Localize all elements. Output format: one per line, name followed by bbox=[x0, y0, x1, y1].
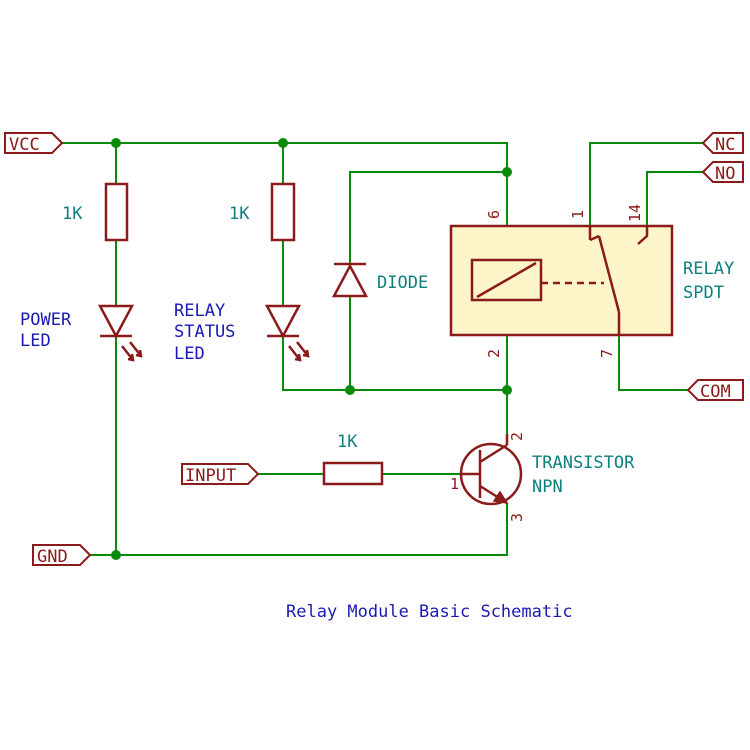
led-light-arrows-icon bbox=[121, 341, 143, 362]
transistor-pin-3: 3 bbox=[508, 513, 526, 522]
junction-dot bbox=[345, 385, 355, 395]
resistor-r1: 1K bbox=[62, 182, 129, 242]
r1-value: 1K bbox=[62, 204, 83, 224]
power-led-label-1: POWER bbox=[20, 310, 72, 330]
status-led: RELAY STATUS LED bbox=[174, 301, 310, 364]
relay-pin-1: 1 bbox=[569, 210, 587, 219]
vcc-port-label: VCC bbox=[9, 135, 40, 155]
nc-port: NC bbox=[701, 132, 744, 155]
power-led: POWER LED bbox=[20, 304, 143, 362]
diode-top-wire bbox=[349, 171, 507, 264]
relay-label-1: RELAY bbox=[683, 259, 734, 279]
transistor-label-1: TRANSISTOR bbox=[532, 453, 635, 473]
transistor-pin-1: 1 bbox=[450, 475, 459, 493]
resistor-r3: 1K bbox=[322, 432, 384, 486]
no-port: NO bbox=[701, 161, 744, 184]
diode-label: DIODE bbox=[377, 273, 428, 293]
power-led-label-2: LED bbox=[20, 331, 51, 351]
relay-pin-14: 14 bbox=[626, 204, 644, 222]
emitter-arrow-icon bbox=[492, 490, 509, 504]
nc-wire bbox=[589, 142, 703, 226]
input-port-label: INPUT bbox=[185, 466, 236, 486]
com-port-label: COM bbox=[700, 382, 731, 402]
nc-port-label: NC bbox=[715, 135, 735, 155]
com-port: COM bbox=[686, 379, 744, 402]
status-led-label-2: STATUS bbox=[174, 322, 235, 342]
resistor-r2: 1K bbox=[229, 182, 296, 242]
relay-spdt: 6 2 1 14 7 RELAY SPDT bbox=[449, 204, 734, 358]
gnd-port-label: GND bbox=[37, 547, 68, 567]
relay-pin-6: 6 bbox=[485, 210, 503, 219]
input-port: INPUT bbox=[181, 463, 260, 486]
com-wire bbox=[618, 335, 688, 391]
relay-pin-7: 7 bbox=[598, 349, 616, 358]
relay-label-2: SPDT bbox=[683, 283, 724, 303]
transistor-label-2: NPN bbox=[532, 477, 563, 497]
diagram-caption: Relay Module Basic Schematic bbox=[286, 602, 573, 622]
junction-dot bbox=[502, 167, 512, 177]
junctions bbox=[111, 138, 512, 560]
flyback-diode: DIODE bbox=[331, 262, 428, 298]
no-port-label: NO bbox=[715, 164, 735, 184]
junction-dot bbox=[111, 550, 121, 560]
vcc-rail-wire bbox=[62, 142, 508, 226]
gnd-rail-wire bbox=[62, 503, 508, 556]
junction-dot bbox=[502, 385, 512, 395]
junction-dot bbox=[278, 138, 288, 148]
relay-coil bbox=[470, 258, 543, 302]
r2-value: 1K bbox=[229, 204, 250, 224]
led-light-arrows-icon bbox=[288, 341, 310, 362]
junction-dot bbox=[111, 138, 121, 148]
transistor-pin-2: 2 bbox=[508, 432, 526, 441]
r3-value: 1K bbox=[337, 432, 358, 452]
no-wire bbox=[646, 171, 703, 226]
npn-transistor: 1 2 3 TRANSISTOR NPN bbox=[450, 432, 635, 522]
led2-collector-wire bbox=[282, 336, 507, 391]
relay-pin-2: 2 bbox=[485, 349, 503, 358]
status-led-label-3: LED bbox=[174, 344, 205, 364]
gnd-port: GND bbox=[32, 544, 92, 567]
vcc-port: VCC bbox=[4, 132, 64, 155]
status-led-label-1: RELAY bbox=[174, 301, 225, 321]
